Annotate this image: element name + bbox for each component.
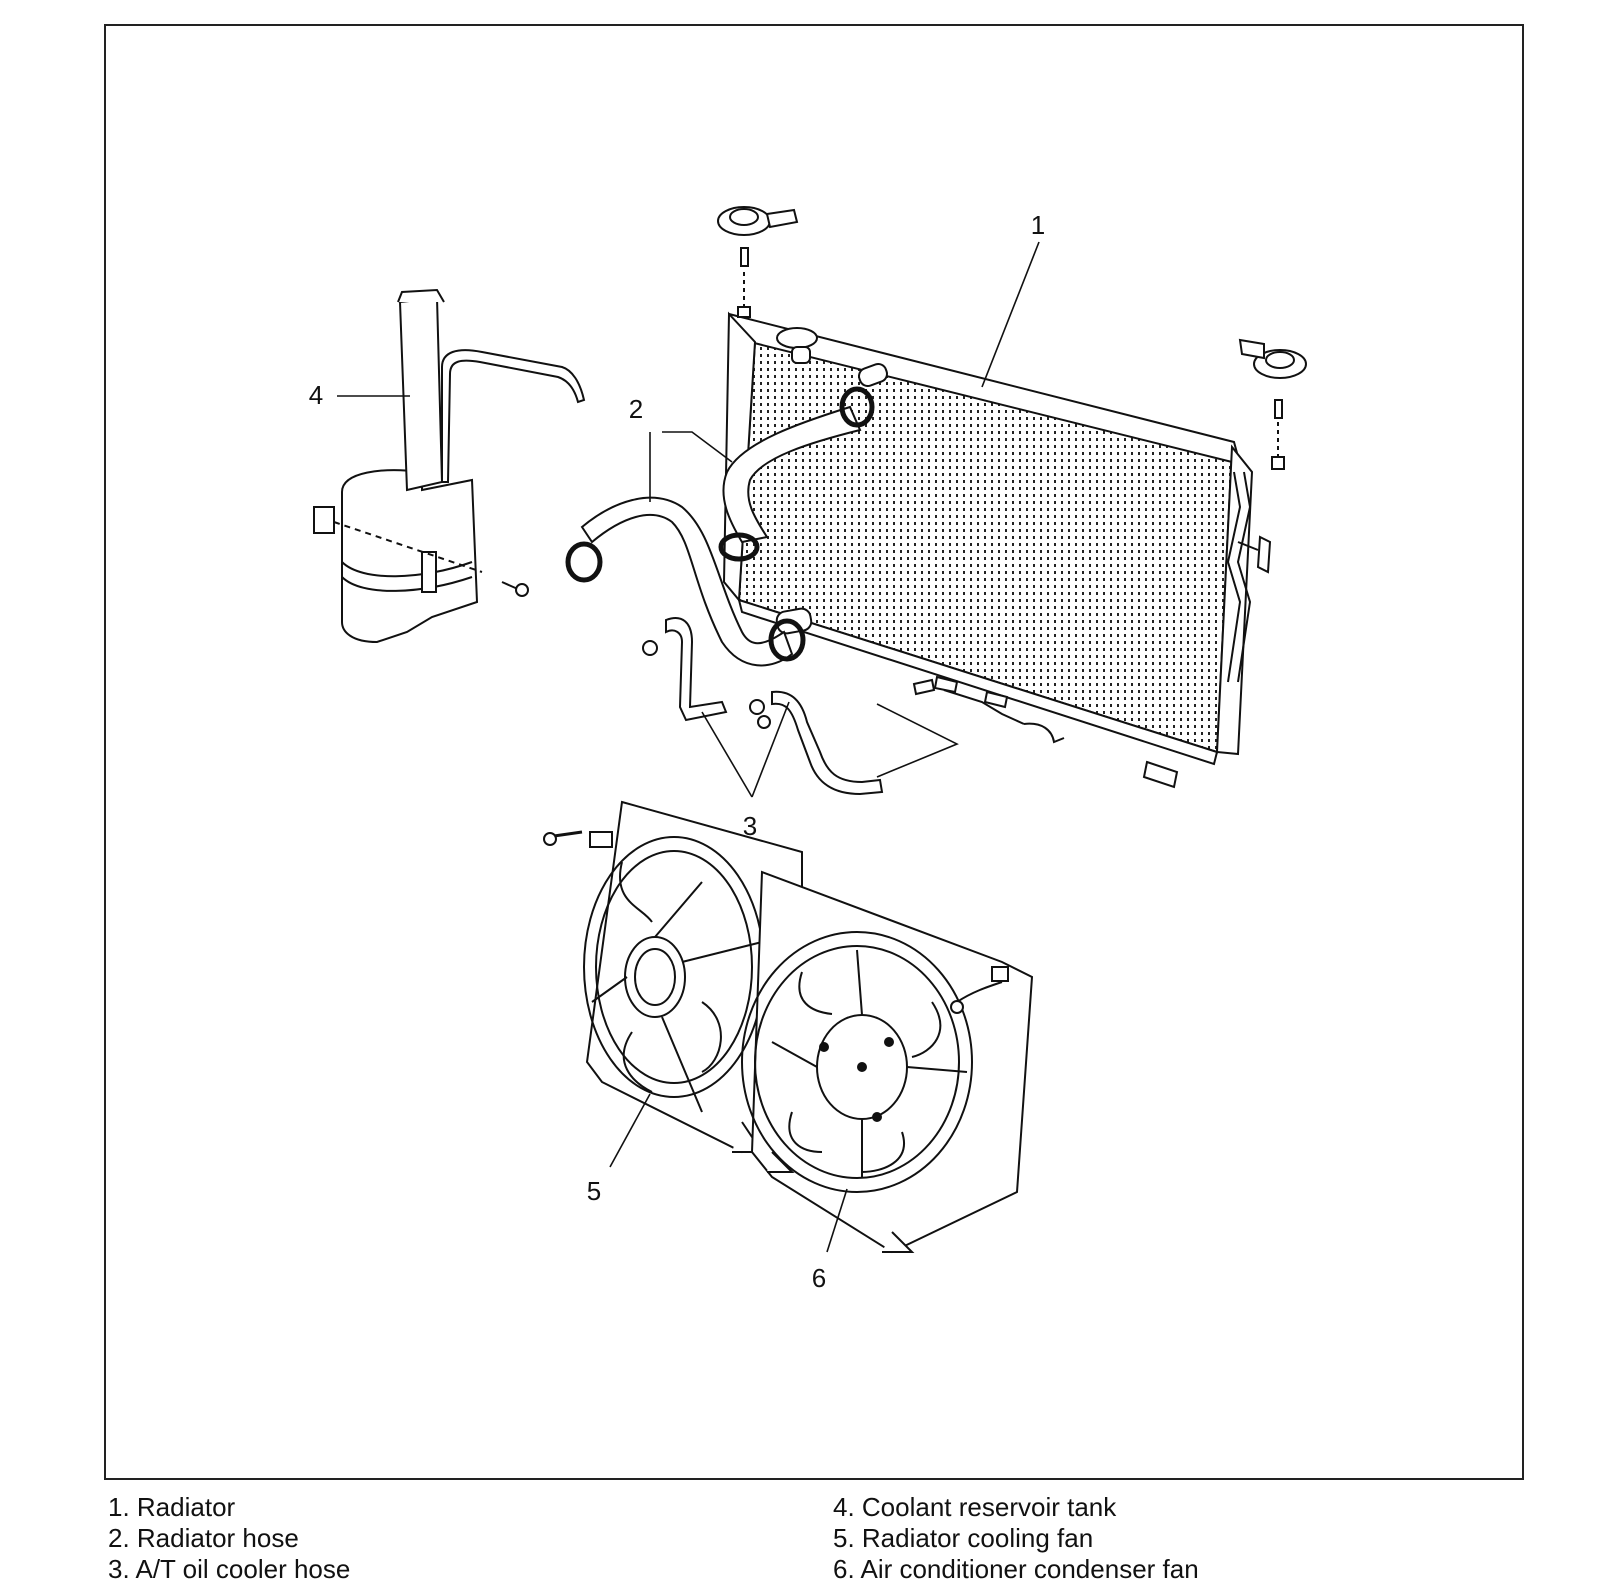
legend-right: 4. Coolant reservoir tank 5. Radiator co… bbox=[833, 1492, 1199, 1585]
callout-2: 2 bbox=[629, 394, 643, 424]
callout-6: 6 bbox=[812, 1263, 826, 1293]
at-oil-cooler-hose bbox=[642, 617, 1065, 796]
radiator bbox=[722, 311, 1272, 789]
callout-4: 4 bbox=[309, 380, 323, 410]
legend-item-ac-condenser-fan: 6. Air conditioner condenser fan bbox=[833, 1554, 1199, 1584]
leader-3b bbox=[751, 701, 790, 798]
legend-item-coolant-reservoir-tank: 4. Coolant reservoir tank bbox=[833, 1492, 1117, 1522]
leader-2a bbox=[662, 431, 733, 463]
leader-5 bbox=[609, 1093, 651, 1168]
callout-5: 5 bbox=[587, 1176, 601, 1206]
legend-item-radiator-hose: 2. Radiator hose bbox=[108, 1523, 299, 1553]
callout-1: 1 bbox=[1031, 210, 1045, 240]
callout-3: 3 bbox=[743, 811, 757, 841]
air-conditioner-condenser-fan bbox=[741, 870, 1034, 1254]
exploded-diagram: 1 2 3 4 5 6 bbox=[309, 206, 1307, 1293]
leader-3c bbox=[876, 703, 959, 778]
leader-1 bbox=[981, 241, 1040, 388]
leader-3a bbox=[701, 711, 753, 798]
upper-mount-right bbox=[1238, 338, 1307, 470]
leader-6 bbox=[826, 1188, 848, 1253]
upper-mount-left bbox=[717, 206, 799, 318]
coolant-reservoir-tank bbox=[313, 288, 586, 644]
radiator-cooling-fan bbox=[543, 800, 803, 1154]
legend-item-radiator-cooling-fan: 5. Radiator cooling fan bbox=[833, 1523, 1094, 1553]
legend-item-at-oil-cooler-hose: 3. A/T oil cooler hose bbox=[108, 1554, 351, 1584]
legend-left: 1. Radiator 2. Radiator hose 3. A/T oil … bbox=[108, 1492, 350, 1585]
radiator-hose bbox=[565, 386, 875, 667]
diagram-frame: 1 2 3 4 5 6 bbox=[104, 24, 1524, 1480]
legend-item-radiator: 1. Radiator bbox=[108, 1492, 236, 1522]
leader-lines bbox=[337, 241, 1040, 1253]
